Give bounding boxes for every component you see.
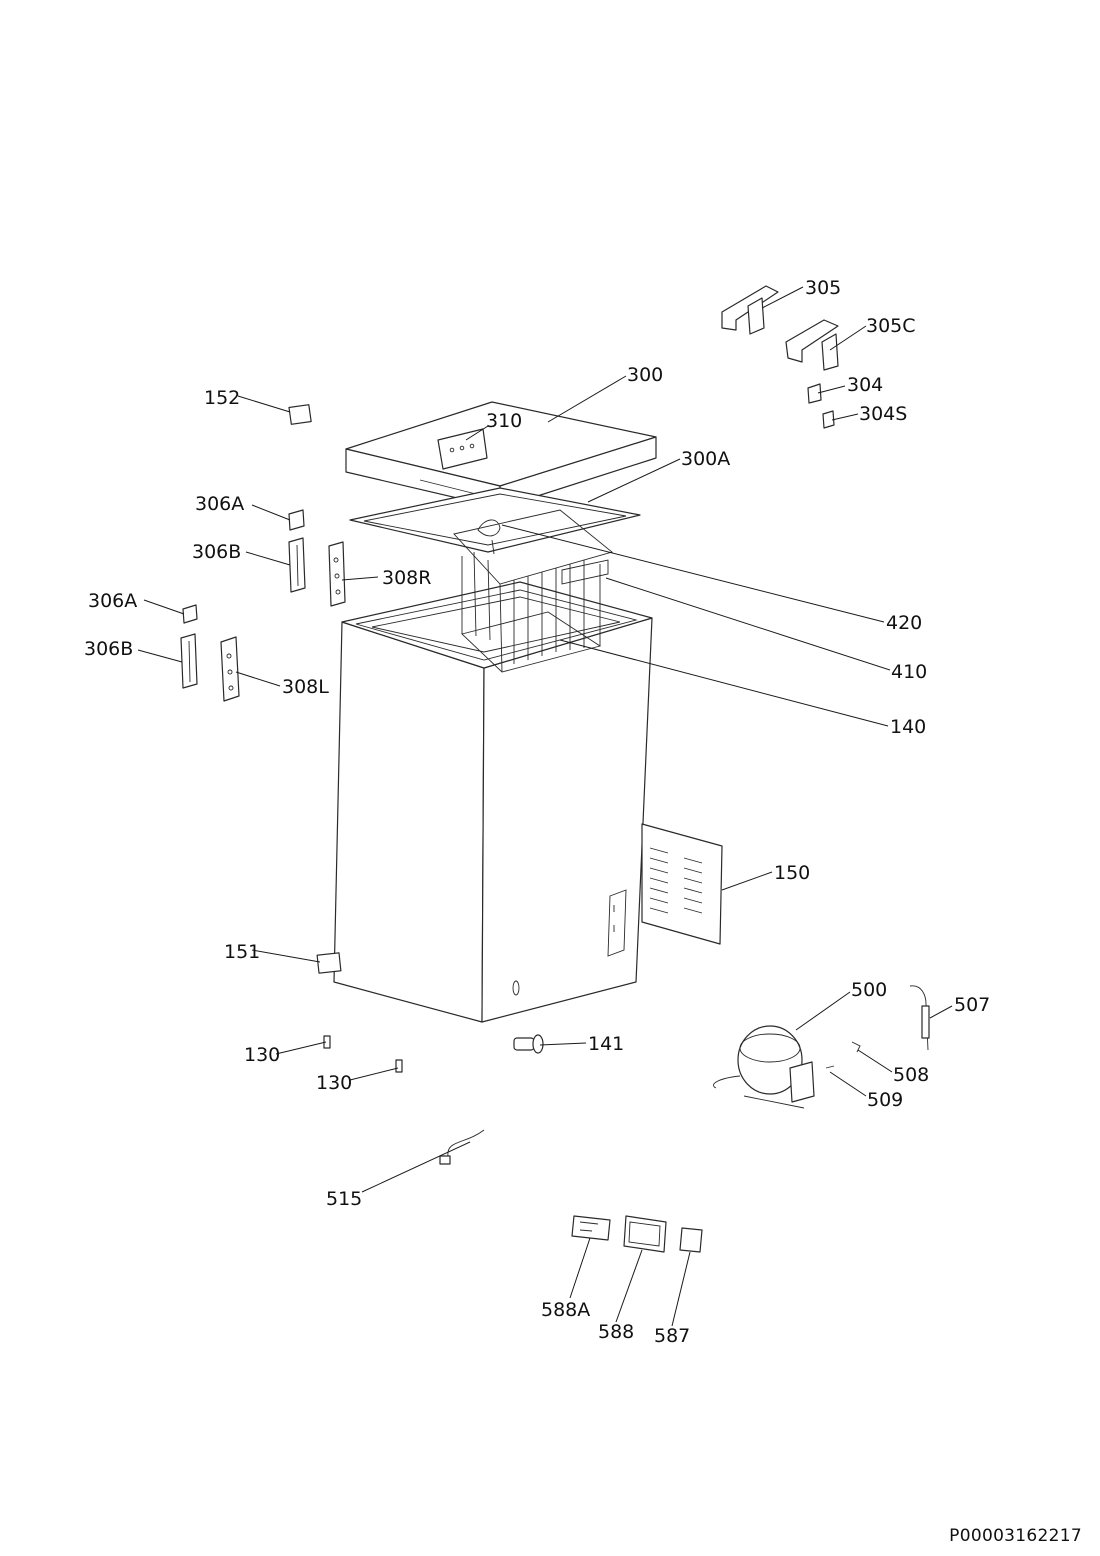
lid: [345, 401, 657, 509]
label-152: 152: [204, 387, 240, 409]
document-code: P00003162217: [949, 1526, 1082, 1546]
label-305: 305: [805, 277, 841, 299]
part-587-sheet: [679, 1227, 703, 1253]
lid-handle-parts: [721, 285, 839, 429]
drain-plug: [513, 1034, 544, 1054]
part-151-cover: [316, 952, 342, 974]
label-509: 509: [867, 1089, 903, 1111]
label-587: 587: [654, 1325, 690, 1347]
label-306A-lower: 306A: [88, 590, 137, 612]
hinge-parts: [180, 509, 346, 702]
label-507: 507: [954, 994, 990, 1016]
label-515: 515: [326, 1188, 362, 1210]
plug: [439, 1155, 451, 1165]
label-140: 140: [890, 716, 926, 738]
label-300: 300: [627, 364, 663, 386]
wire-basket: [453, 509, 613, 673]
label-500: 500: [851, 979, 887, 1001]
label-130-b: 130: [316, 1072, 352, 1094]
label-308R: 308R: [382, 567, 431, 589]
control-board-588A: [571, 1215, 611, 1241]
foot-130-b: [395, 1059, 403, 1073]
label-310: 310: [486, 410, 522, 432]
label-588: 588: [598, 1321, 634, 1343]
vent-panel: [641, 823, 723, 945]
label-141: 141: [588, 1033, 624, 1055]
cabinet-body: [333, 581, 653, 1023]
label-420: 420: [886, 612, 922, 634]
compressor: [713, 1025, 815, 1109]
control-board-588: [623, 1215, 667, 1253]
label-130-a: 130: [244, 1044, 280, 1066]
label-305C: 305C: [866, 315, 916, 337]
part-509-pin: [825, 1065, 835, 1069]
part-507-body: [921, 1005, 930, 1039]
label-150: 150: [774, 862, 810, 884]
label-508: 508: [893, 1064, 929, 1086]
label-304S: 304S: [859, 403, 907, 425]
label-304: 304: [847, 374, 883, 396]
label-306B-upper: 306B: [192, 541, 241, 563]
label-308L: 308L: [282, 676, 329, 698]
leader-lines: [137, 286, 953, 1327]
label-410: 410: [891, 661, 927, 683]
capillary-507: [909, 985, 929, 1051]
label-151: 151: [224, 941, 260, 963]
label-306A-upper: 306A: [195, 493, 244, 515]
part-labels: 305 305C 304 304S 300 310 300A 152 306A …: [84, 277, 990, 1347]
label-588A: 588A: [541, 1299, 590, 1321]
power-cord: [445, 1129, 485, 1161]
label-306B-lower: 306B: [84, 638, 133, 660]
label-300A: 300A: [681, 448, 730, 470]
part-152-cover: [288, 404, 312, 425]
